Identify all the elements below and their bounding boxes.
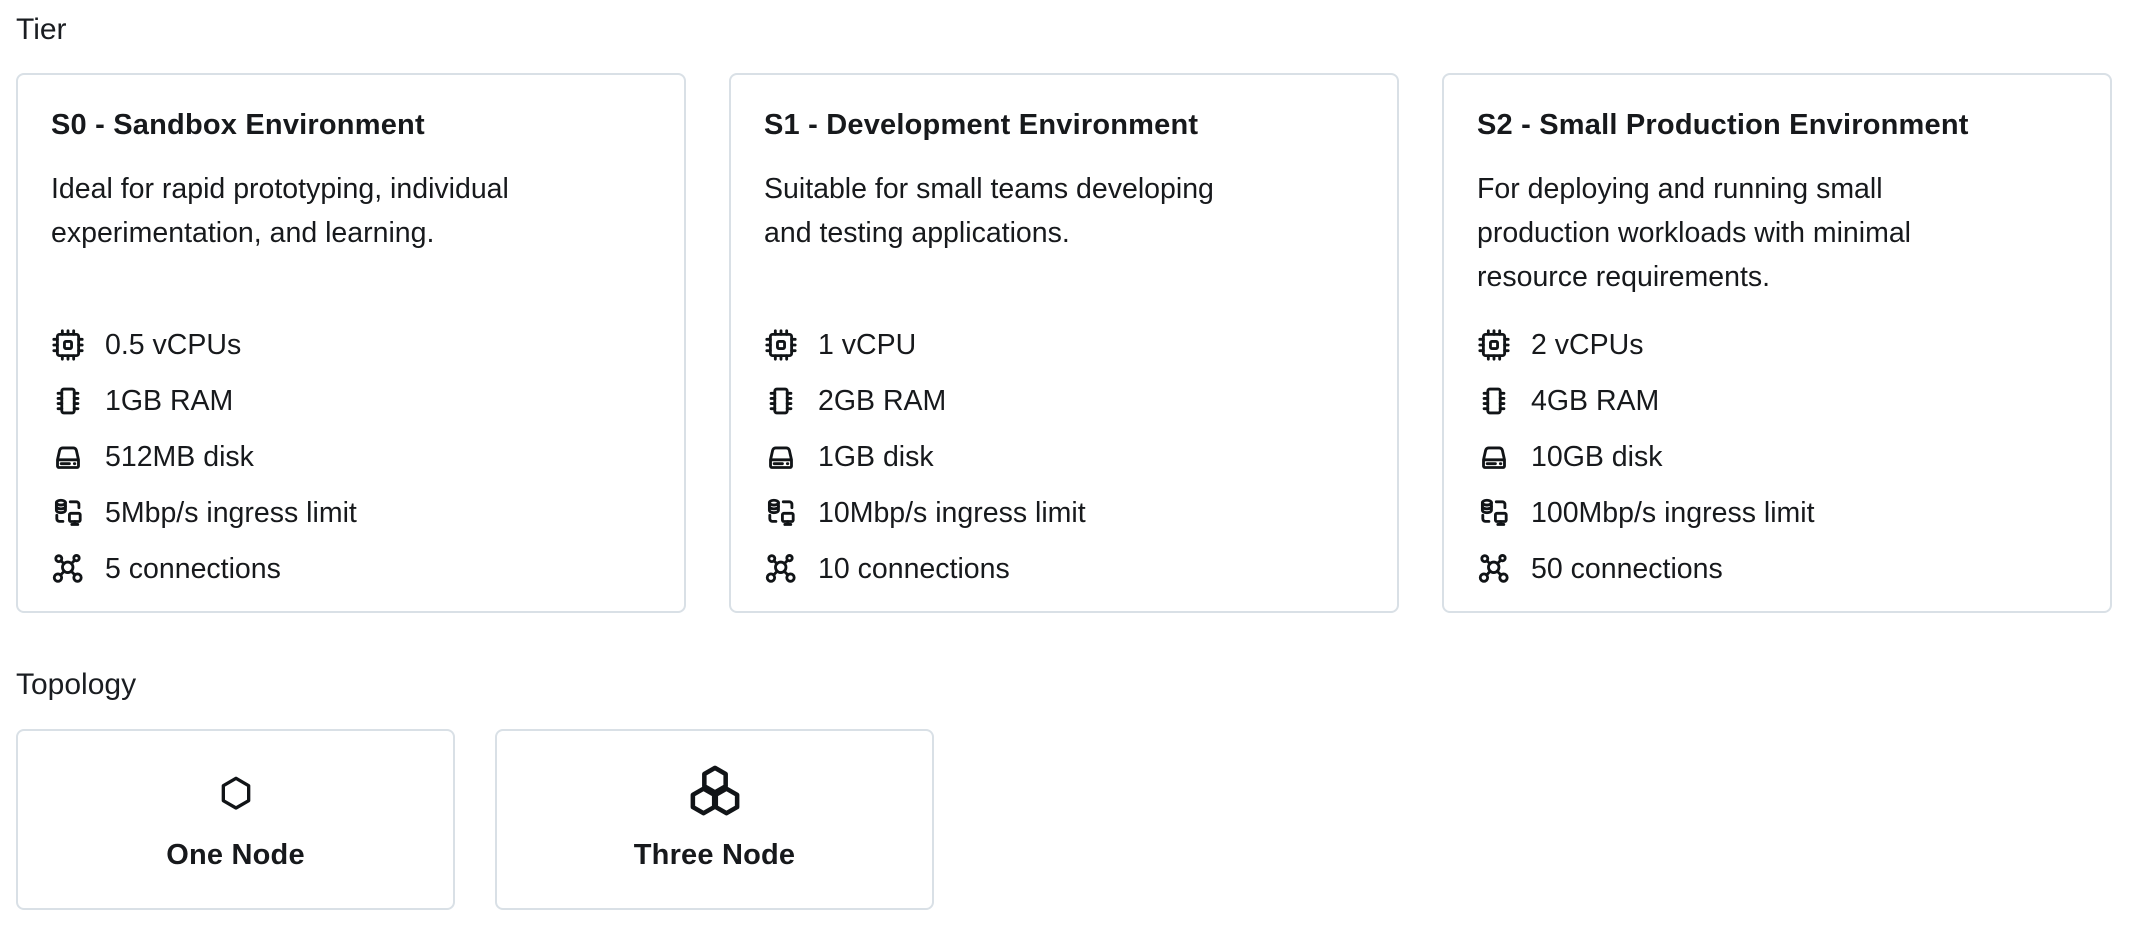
spec-text: 1 vCPU — [818, 328, 917, 361]
spec-row-ingress: 5Mbp/s ingress limit — [51, 485, 651, 541]
tier-card-title: S0 - Sandbox Environment — [51, 109, 425, 141]
tier-section-label: Tier — [16, 13, 67, 46]
ram-icon — [764, 384, 798, 418]
spec-text: 2GB RAM — [818, 384, 947, 417]
spec-text: 4GB RAM — [1531, 384, 1660, 417]
tier-card-specs: 0.5 vCPUs 1GB RAM 512MB disk 5Mbp/s ingr… — [51, 317, 651, 597]
tier-card-specs: 2 vCPUs 4GB RAM 10GB disk 100Mbp/s ingre… — [1477, 317, 2077, 597]
tier-card-description: For deploying and running small producti… — [1477, 173, 1912, 293]
topology-option-label: Three Node — [633, 839, 796, 871]
topology-icon-wrap — [216, 757, 256, 831]
disk-icon — [1477, 440, 1511, 474]
disk-icon — [764, 440, 798, 474]
connections-icon — [1477, 552, 1511, 586]
tier-options: S0 - Sandbox Environment Ideal for rapid… — [16, 73, 2132, 613]
disk-icon — [51, 440, 85, 474]
hexagon-icon — [216, 771, 256, 817]
tier-card-title: S1 - Development Environment — [764, 109, 1199, 141]
ram-icon — [51, 384, 85, 418]
ram-icon — [1477, 384, 1511, 418]
spec-text: 2 vCPUs — [1531, 328, 1644, 361]
spec-row-ram: 2GB RAM — [764, 373, 1364, 429]
spec-text: 0.5 vCPUs — [105, 328, 242, 361]
spec-row-connections: 5 connections — [51, 541, 651, 597]
spec-row-ingress: 100Mbp/s ingress limit — [1477, 485, 2077, 541]
spec-row-disk: 10GB disk — [1477, 429, 2077, 485]
spec-text: 5 connections — [105, 552, 281, 585]
ingress-icon — [1477, 496, 1511, 530]
hexagons-icon — [683, 762, 747, 826]
spec-row-disk: 1GB disk — [764, 429, 1364, 485]
tier-card-s1[interactable]: S1 - Development Environment Suitable fo… — [729, 73, 1399, 613]
tier-card-s2[interactable]: S2 - Small Production Environment For de… — [1442, 73, 2112, 613]
spec-row-ingress: 10Mbp/s ingress limit — [764, 485, 1364, 541]
spec-text: 512MB disk — [105, 440, 254, 473]
topology-options: One Node Three Node — [16, 729, 2132, 910]
tier-card-title: S2 - Small Production Environment — [1477, 109, 1969, 141]
topology-icon-wrap — [683, 757, 747, 831]
cpu-icon — [1477, 328, 1511, 362]
topology-card-one-node[interactable]: One Node — [16, 729, 455, 910]
spec-text: 10GB disk — [1531, 440, 1663, 473]
spec-row-ram: 1GB RAM — [51, 373, 651, 429]
tier-card-description: Ideal for rapid prototyping, individual … — [51, 173, 509, 249]
spec-row-connections: 10 connections — [764, 541, 1364, 597]
topology-card-three-node[interactable]: Three Node — [495, 729, 934, 910]
spec-row-cpu: 2 vCPUs — [1477, 317, 2077, 373]
spec-text: 1GB RAM — [105, 384, 234, 417]
spec-text: 5Mbp/s ingress limit — [105, 496, 357, 529]
spec-row-cpu: 1 vCPU — [764, 317, 1364, 373]
spec-text: 50 connections — [1531, 552, 1723, 585]
spec-text: 100Mbp/s ingress limit — [1531, 496, 1815, 529]
cpu-icon — [51, 328, 85, 362]
topology-section-label: Topology — [16, 668, 137, 701]
spec-text: 10Mbp/s ingress limit — [818, 496, 1086, 529]
spec-row-ram: 4GB RAM — [1477, 373, 2077, 429]
tier-card-specs: 1 vCPU 2GB RAM 1GB disk 10Mbp/s ingress … — [764, 317, 1364, 597]
spec-text: 10 connections — [818, 552, 1010, 585]
ingress-icon — [764, 496, 798, 530]
spec-row-cpu: 0.5 vCPUs — [51, 317, 651, 373]
spec-row-disk: 512MB disk — [51, 429, 651, 485]
ingress-icon — [51, 496, 85, 530]
spec-text: 1GB disk — [818, 440, 934, 473]
tier-card-description: Suitable for small teams developing and … — [764, 173, 1214, 249]
cpu-icon — [764, 328, 798, 362]
tier-card-s0[interactable]: S0 - Sandbox Environment Ideal for rapid… — [16, 73, 686, 613]
connections-icon — [51, 552, 85, 586]
connections-icon — [764, 552, 798, 586]
topology-option-label: One Node — [166, 839, 305, 871]
spec-row-connections: 50 connections — [1477, 541, 2077, 597]
